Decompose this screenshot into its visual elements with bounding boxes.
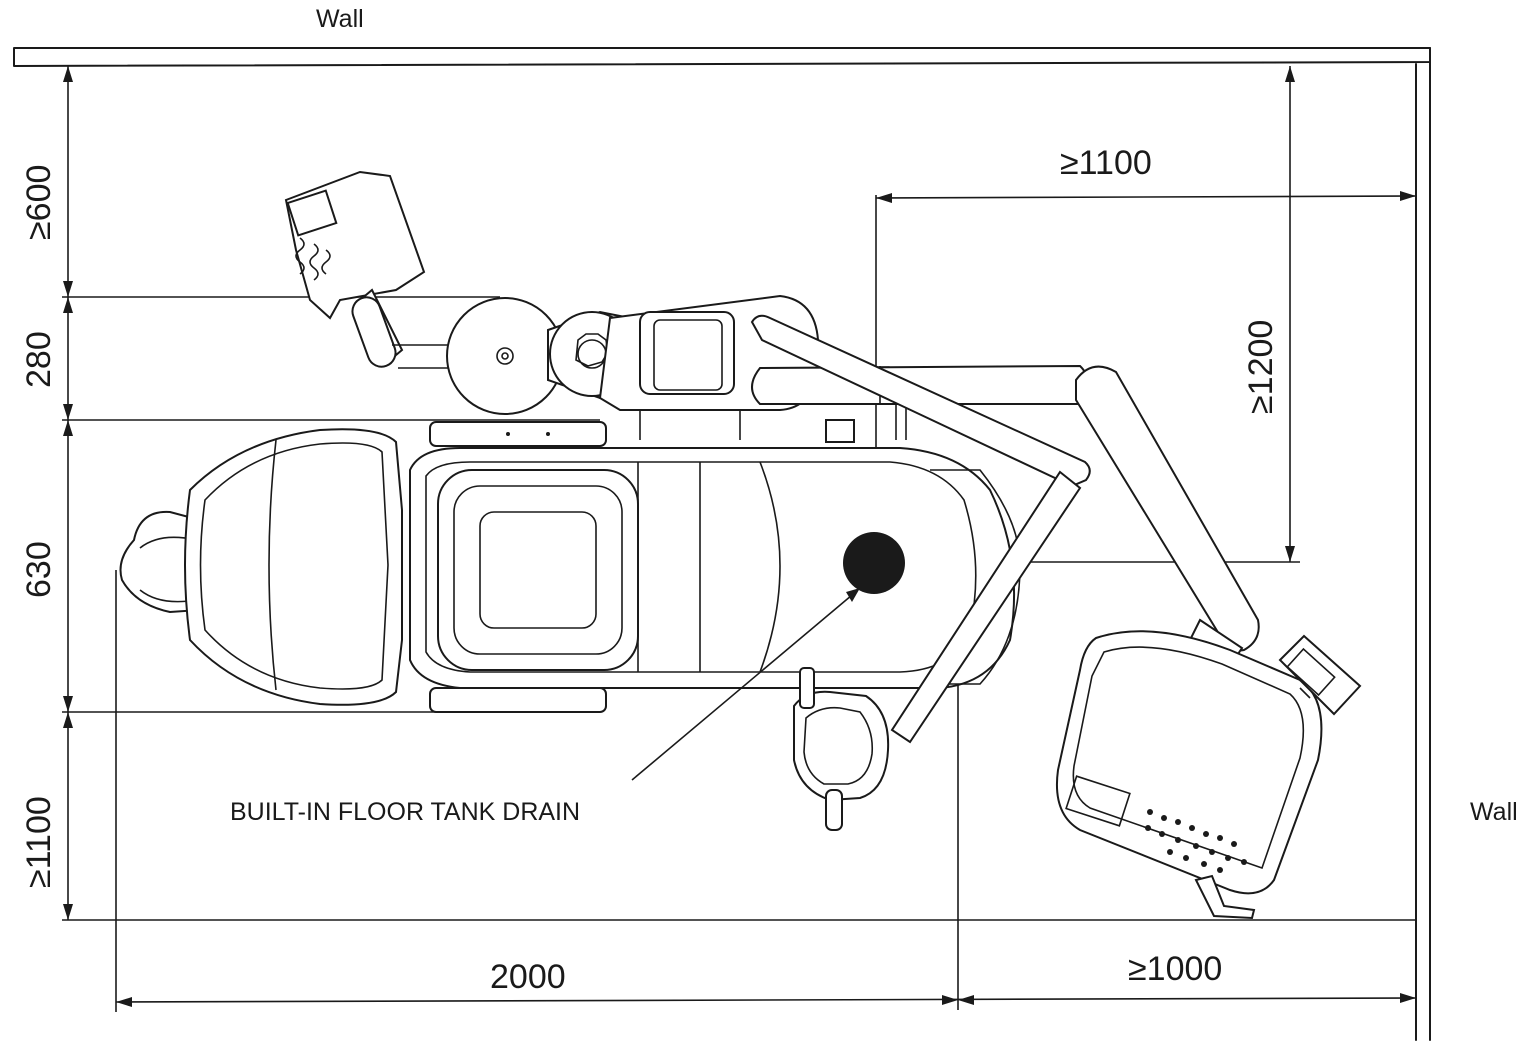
- control-tray: [1056, 630, 1362, 920]
- walls: [13, 47, 1431, 1041]
- wall-top-label: Wall: [316, 5, 364, 33]
- foot-control: [793, 667, 890, 831]
- wall-right-label: Wall: [1470, 798, 1518, 826]
- dim-left-top: ≥600: [20, 165, 58, 240]
- dim-left-630: 630: [20, 541, 58, 598]
- dim-left-280: 280: [20, 331, 58, 388]
- dim-bottom-1000: ≥1000: [1128, 950, 1222, 988]
- dimension-lines: [62, 66, 1417, 1012]
- dim-right-1200: ≥1200: [1242, 320, 1280, 414]
- dim-left-bottom: ≥1100: [20, 796, 58, 888]
- drain-circle: [843, 532, 905, 594]
- drain-label: BUILT-IN FLOOR TANK DRAIN: [230, 798, 580, 826]
- top-wall: [13, 47, 1431, 67]
- floor-drain: [631, 532, 905, 781]
- dim-bottom-2000: 2000: [490, 958, 566, 996]
- right-wall: [1415, 47, 1431, 1041]
- instrument-arm: [750, 314, 1260, 744]
- dim-top-1100: ≥1100: [1060, 144, 1152, 182]
- doctor-stool: [284, 170, 455, 369]
- patient-chair: [119, 421, 1021, 713]
